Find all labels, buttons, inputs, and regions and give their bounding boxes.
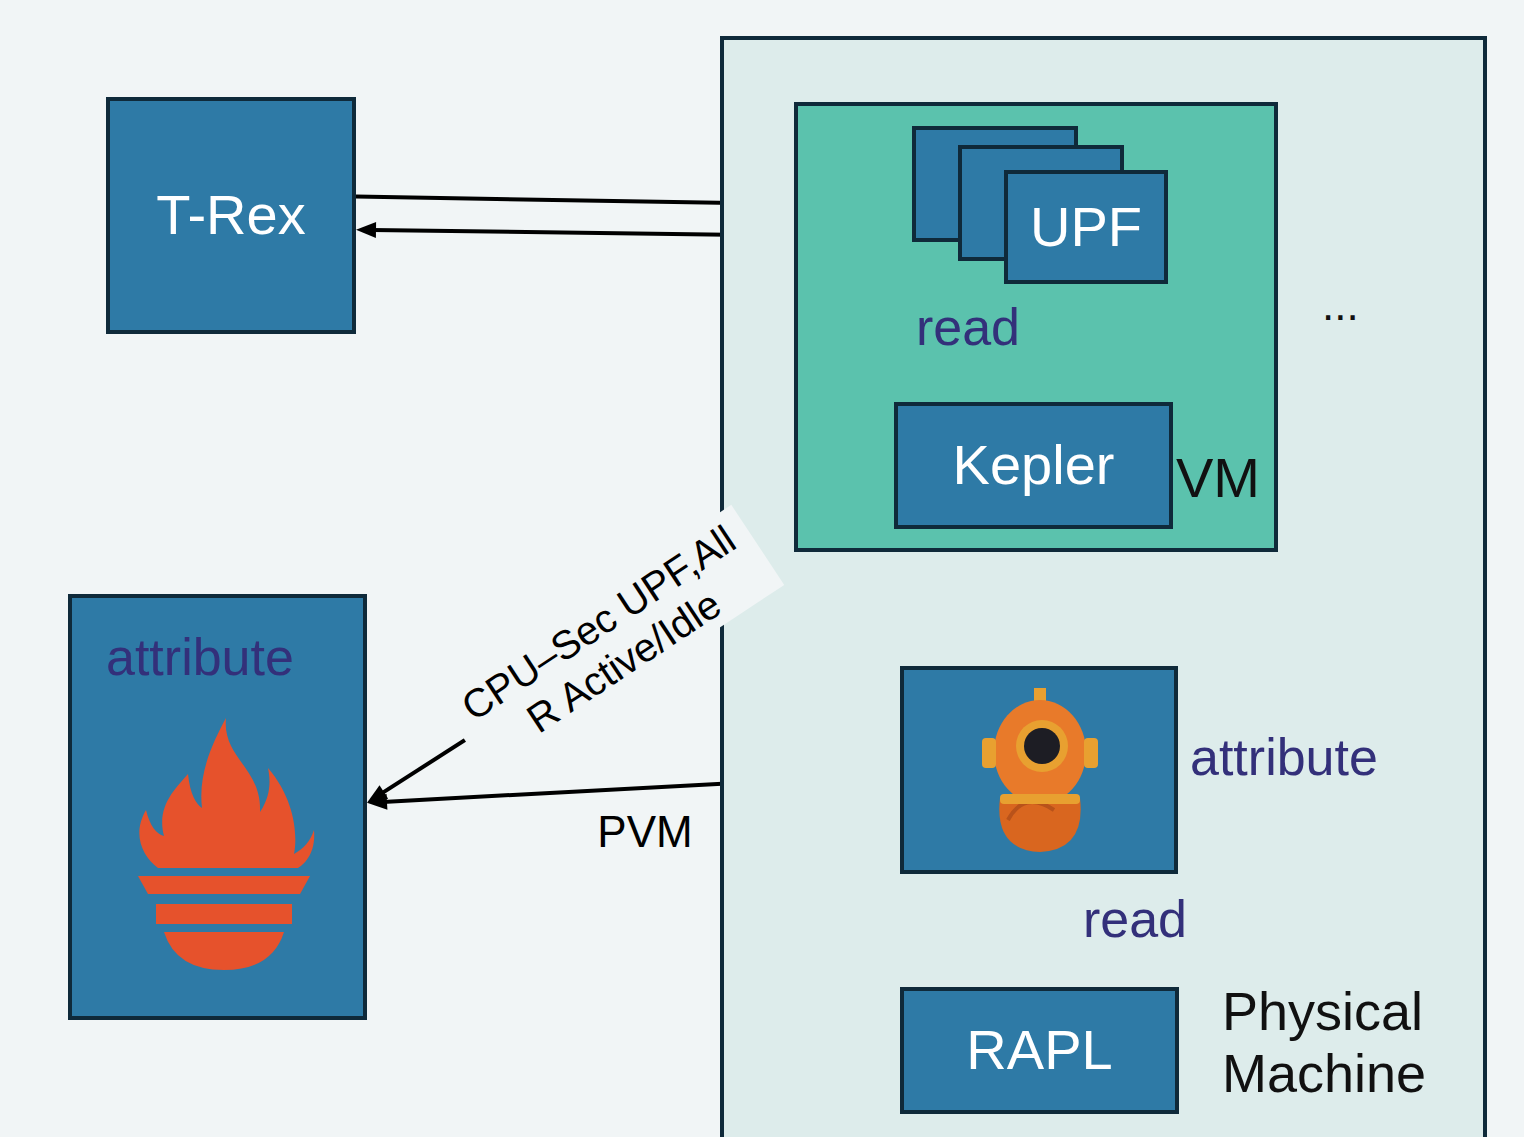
ellipsis-label: ... bbox=[1322, 280, 1359, 331]
edge-label: PVM bbox=[597, 807, 692, 858]
node-label: T-Rex bbox=[110, 101, 352, 330]
edge-label: read bbox=[1083, 890, 1187, 950]
node-label: Physical Machine bbox=[1222, 980, 1484, 1104]
rapl-box: RAPL bbox=[900, 987, 1179, 1114]
node-label: VM bbox=[1176, 446, 1260, 510]
vm-box: VM UPF Kepler bbox=[794, 102, 1278, 552]
node-label: attribute bbox=[106, 628, 294, 688]
kepler-box: Kepler bbox=[894, 402, 1173, 529]
node-label: attribute bbox=[1190, 728, 1378, 788]
diver-helmet-icon bbox=[904, 670, 1174, 870]
node-label: Kepler bbox=[898, 406, 1169, 525]
upf-box: UPF bbox=[1004, 170, 1168, 284]
physical-machine-box: Physical Machine VM UPF Kepler attributeRAPL bbox=[720, 36, 1487, 1137]
prometheus-box: attribute bbox=[68, 594, 367, 1020]
node-label: RAPL bbox=[904, 991, 1175, 1110]
exporter-box: attribute bbox=[900, 666, 1178, 874]
edge-label: read bbox=[916, 298, 1020, 358]
node-label: UPF bbox=[1008, 174, 1164, 280]
trex-box: T-Rex bbox=[106, 97, 356, 334]
